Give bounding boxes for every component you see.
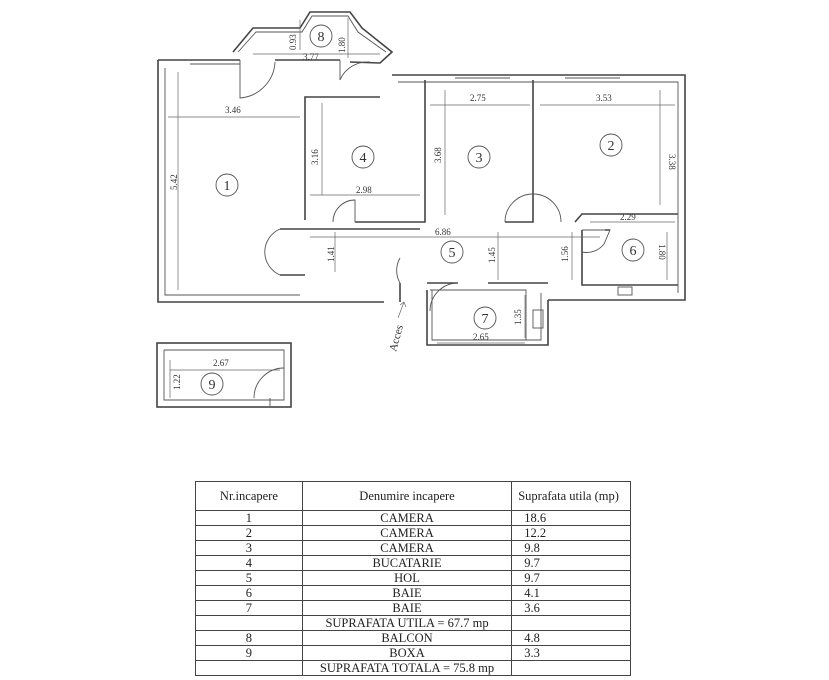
- table-header-row: Nr.incapere Denumire incapere Suprafata …: [195, 481, 631, 511]
- dimension-labels: 3.77 0.93 1.80 3.46 5.42 3.16 2.98 2.75 …: [169, 34, 677, 390]
- room-4-label: 4: [351, 145, 375, 169]
- subtotal-label: SUPRAFATA UTILA = 67.7 mp: [301, 615, 513, 631]
- door-swings: [239, 60, 633, 329]
- row-name: BAIE: [301, 600, 513, 616]
- access-marker: Acces: [387, 301, 407, 353]
- room-5-label: 5: [440, 240, 464, 264]
- svg-text:3: 3: [476, 151, 483, 166]
- dim-r6-width: 2.29: [620, 212, 636, 222]
- dim-r5-h1: 1.41: [326, 246, 336, 262]
- row-nr: 1: [195, 510, 303, 526]
- row-name: BUCATARIE: [301, 555, 513, 571]
- row-area: 9.7: [511, 555, 631, 571]
- dim-r1-height: 5.42: [169, 174, 179, 190]
- row-area: 4.1: [511, 585, 631, 601]
- dim-r4-height: 3.16: [310, 149, 320, 165]
- dim-r3-height: 3.68: [433, 147, 443, 163]
- dim-r1-width: 3.46: [225, 105, 241, 115]
- dim-r5-h2: 1.45: [487, 247, 497, 263]
- area-table: Nr.incapere Denumire incapere Suprafata …: [195, 481, 631, 676]
- row-area: 9.8: [511, 540, 631, 556]
- dim-r8-h2: 1.80: [337, 37, 347, 53]
- col-header-area: Suprafata utila (mp): [511, 481, 631, 511]
- row-name: BOXA: [301, 645, 513, 661]
- subtotal-row: SUPRAFATA UTILA = 67.7 mp: [195, 615, 631, 631]
- dim-r8-width: 3.77: [303, 52, 319, 62]
- room-3-label: 3: [467, 145, 491, 169]
- row-area: 3.6: [511, 600, 631, 616]
- row-name: CAMERA: [301, 510, 513, 526]
- row-nr: 3: [195, 540, 303, 556]
- dim-r8-h1: 0.93: [288, 34, 298, 50]
- svg-text:8: 8: [318, 30, 325, 45]
- row-nr: 6: [195, 585, 303, 601]
- row-area: 3.3: [511, 645, 631, 661]
- svg-text:4: 4: [360, 151, 367, 166]
- balcony-outline: [232, 11, 394, 64]
- svg-text:1: 1: [224, 179, 231, 194]
- row-nr: 4: [195, 555, 303, 571]
- row-nr: 5: [195, 570, 303, 586]
- row-area: 18.6: [511, 510, 631, 526]
- dim-r2-width: 3.53: [596, 93, 612, 103]
- room-6-label: 6: [621, 238, 645, 262]
- floor-plan: 3.77 0.93 1.80 3.46 5.42 3.16 2.98 2.75 …: [156, 11, 686, 408]
- row-name: BALCON: [301, 630, 513, 646]
- interior-walls: [280, 80, 678, 340]
- dim-r3-width: 2.75: [470, 93, 486, 103]
- windows: [190, 63, 620, 79]
- total-label: SUPRAFATA TOTALA = 75.8 mp: [301, 660, 513, 676]
- storage-outline: [156, 342, 292, 408]
- row-name: CAMERA: [301, 540, 513, 556]
- svg-text:7: 7: [482, 312, 489, 327]
- room-7-label: 7: [473, 306, 497, 330]
- dim-r9-width: 2.67: [213, 358, 229, 368]
- dim-r5-h3: 1.56: [560, 246, 570, 262]
- room-9-label: 9: [200, 372, 224, 396]
- row-name: CAMERA: [301, 525, 513, 541]
- col-header-name: Denumire incapere: [301, 481, 513, 511]
- svg-text:2: 2: [608, 139, 615, 154]
- dim-r6-height: 1.80: [657, 244, 667, 260]
- row-area: 4.8: [511, 630, 631, 646]
- dim-r7-width: 2.65: [473, 332, 489, 342]
- svg-text:5: 5: [449, 246, 456, 261]
- dim-r2-height: 3.38: [667, 154, 677, 170]
- svg-text:Acces: Acces: [387, 324, 406, 353]
- room-1-label: 1: [215, 173, 239, 197]
- room-2-label: 2: [599, 133, 623, 157]
- room-labels: 1 2 3 4 5 6 7 8 9: [200, 24, 645, 396]
- dim-r4-width: 2.98: [356, 185, 372, 195]
- dimension-lines: [168, 18, 675, 344]
- row-nr: 8: [195, 630, 303, 646]
- row-name: HOL: [301, 570, 513, 586]
- row-area: 12.2: [511, 525, 631, 541]
- col-header-nr: Nr.incapere: [195, 481, 303, 511]
- dim-r5-width: 6.86: [435, 227, 451, 237]
- row-nr: 2: [195, 525, 303, 541]
- apartment-outline: [157, 59, 686, 346]
- row-nr: 7: [195, 600, 303, 616]
- total-row: SUPRAFATA TOTALA = 75.8 mp: [195, 660, 631, 676]
- row-name: BAIE: [301, 585, 513, 601]
- row-nr: 9: [195, 645, 303, 661]
- dim-r9-height: 1.22: [172, 374, 182, 390]
- dim-r7-height: 1.35: [513, 309, 523, 325]
- svg-text:6: 6: [630, 244, 637, 259]
- room-8-label: 8: [309, 24, 333, 48]
- svg-text:9: 9: [209, 378, 216, 393]
- row-area: 9.7: [511, 570, 631, 586]
